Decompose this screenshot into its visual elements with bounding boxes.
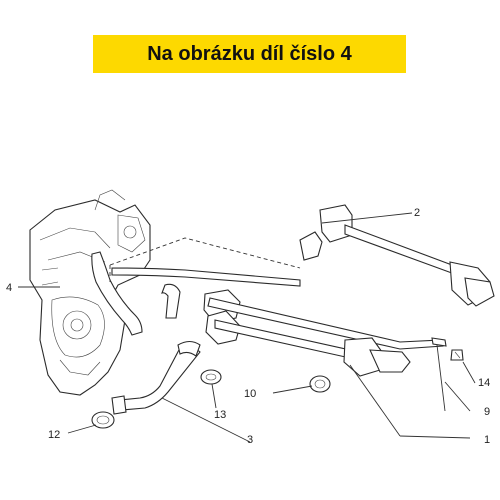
hose-part-3: [119, 346, 201, 411]
callout-14: 14: [478, 377, 490, 389]
callout-13: 13: [214, 409, 226, 421]
callout-9: 9: [484, 406, 490, 418]
callout-4: 4: [6, 282, 12, 294]
callout-10: 10: [244, 388, 256, 400]
clamp-part-12: [91, 411, 115, 429]
bracket-rod-part-1: [203, 289, 444, 377]
callout-2: 2: [414, 207, 420, 219]
pipe-part-9: [431, 337, 447, 347]
part-number-banner: Na obrázku díl číslo 4: [93, 35, 406, 73]
callout-1: 1: [484, 434, 490, 446]
grommet-part-13: [200, 369, 222, 385]
clamp-part-10: [309, 375, 331, 393]
engine-block: [29, 189, 151, 396]
bracket-rod-part-2: [299, 204, 495, 307]
callout-12: 12: [48, 429, 60, 441]
screw-part-14: [450, 349, 464, 361]
callout-3: 3: [247, 434, 253, 446]
